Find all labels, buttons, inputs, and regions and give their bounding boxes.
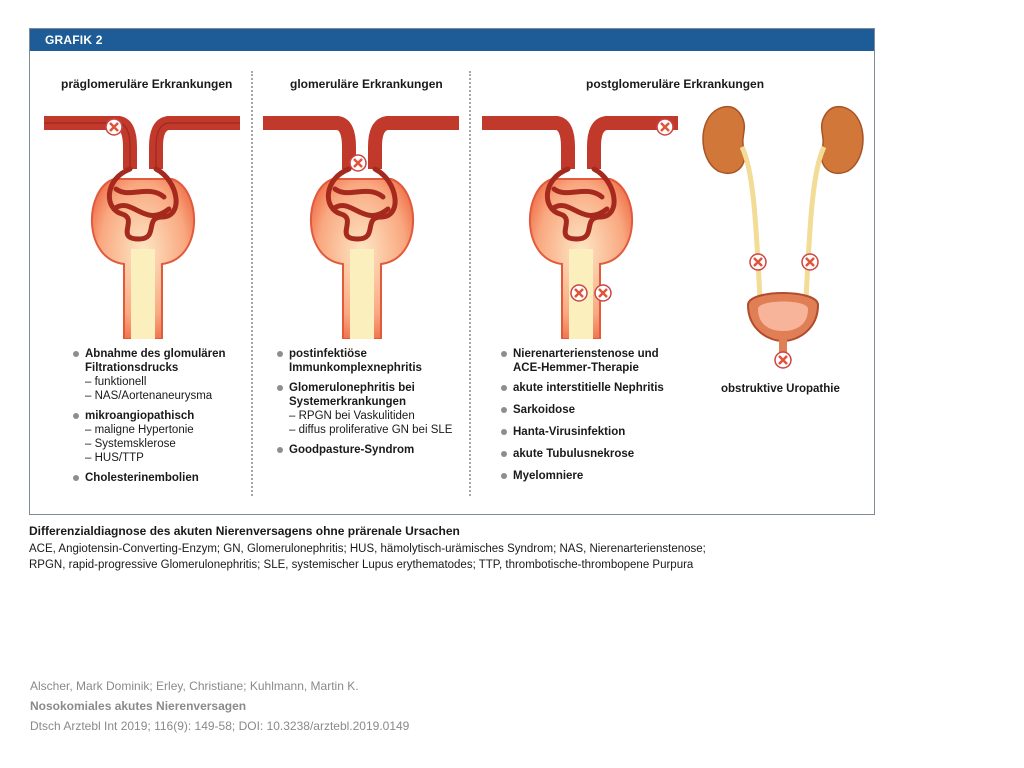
caption-abbreviations: ACE, Angiotensin-Converting-Enzym; GN, G… xyxy=(29,543,706,571)
citation-title: Nosokomiales akutes Nierenversagen xyxy=(30,699,247,713)
list-item: postinfektiöse Immunkomplexnephritis xyxy=(275,347,452,375)
list-item: Sarkoidose xyxy=(499,403,664,417)
list-item: Abnahme des glomulären Filtrationsdrucks… xyxy=(71,347,226,403)
citation-journal: Dtsch Arztebl Int 2019; 116(9): 149-58; … xyxy=(30,719,410,733)
list-item: Hanta-Virusinfektion xyxy=(499,425,664,439)
nephron-illustration-preglomerular xyxy=(44,116,240,339)
cause-list-glomerular: postinfektiöse Immunkomplexnephritis Glo… xyxy=(275,347,452,463)
nephron-illustration-postglomerular xyxy=(482,116,678,339)
blockage-marker-icon xyxy=(105,118,123,136)
nephron-illustration-glomerular xyxy=(263,116,459,339)
column-divider xyxy=(251,71,253,496)
list-item: Glomerulonephritis bei Systemerkrankunge… xyxy=(275,381,452,437)
obstructive-uropathy-label: obstruktive Uropathie xyxy=(721,383,840,395)
urinary-tract-illustration xyxy=(702,105,864,369)
blockage-marker-icon xyxy=(774,351,792,369)
list-item: Myelomniere xyxy=(499,469,664,483)
citation-authors: Alscher, Mark Dominik; Erley, Christiane… xyxy=(30,679,359,693)
blockage-marker-icon xyxy=(656,118,674,136)
column-title-glomerular: glomeruläre Erkrankungen xyxy=(290,77,443,91)
figure-header: GRAFIK 2 xyxy=(30,29,874,51)
caption-title: Differenzialdiagnose des akuten Nierenve… xyxy=(29,524,460,538)
cause-list-postglomerular: Nierenarterienstenose und ACE-Hemmer-The… xyxy=(499,347,664,489)
blockage-marker-icon xyxy=(570,284,588,302)
list-item: Cholesterinembolien xyxy=(71,471,226,485)
list-item: akute Tubulusnekrose xyxy=(499,447,664,461)
column-title-postglomerular: postglomeruläre Erkrankungen xyxy=(586,77,765,91)
list-item: Nierenarterienstenose und ACE-Hemmer-The… xyxy=(499,347,664,375)
list-item: akute interstitielle Nephritis xyxy=(499,381,664,395)
list-item: Goodpasture-Syndrom xyxy=(275,443,452,457)
blockage-marker-icon xyxy=(801,253,819,271)
figure-label: GRAFIK 2 xyxy=(45,33,103,47)
blockage-marker-icon xyxy=(749,253,767,271)
blockage-marker-icon xyxy=(349,154,367,172)
column-divider xyxy=(469,71,471,496)
column-title-preglomerular: präglomeruläre Erkrankungen xyxy=(61,77,233,91)
blockage-marker-icon xyxy=(594,284,612,302)
figure-panel: GRAFIK 2 präglomeruläre Erkrankungen glo… xyxy=(29,28,875,515)
cause-list-preglomerular: Abnahme des glomulären Filtrationsdrucks… xyxy=(71,347,226,491)
list-item: mikroangiopathisch – maligne Hypertonie … xyxy=(71,409,226,465)
